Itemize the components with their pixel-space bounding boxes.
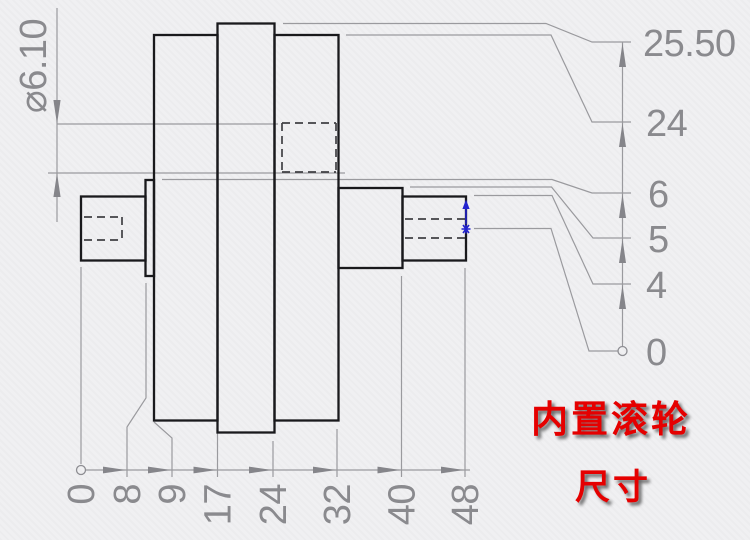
bottom-ordinate-label-40: 40 (382, 484, 424, 525)
bottom-ordinate-label-17: 17 (198, 484, 240, 525)
marker-asterisk-icon (461, 224, 471, 234)
part-outline (79, 22, 468, 434)
arrow-down-icon (53, 100, 61, 124)
right-ordinate-label-4: 4 (646, 265, 667, 307)
arrow-up-icon (619, 194, 626, 218)
selection-marker-blue[interactable] (461, 199, 471, 234)
arrow-right-icon (193, 466, 217, 474)
right-ordinate-label-25_50: 25.50 (643, 23, 736, 65)
drawing-title-line2: 尺寸 (575, 467, 651, 508)
leader-4 (474, 194, 631, 285)
right-ordinate-label-5: 5 (648, 219, 669, 261)
ext-9-jogged (153, 421, 173, 477)
bottom-ordinate-dimensions (75, 267, 470, 477)
right-ordinate-label-24: 24 (646, 103, 688, 145)
part-right-disc (273, 33, 340, 422)
leader-25_50 (283, 22, 631, 43)
part-right-shaft (401, 195, 468, 262)
arrow-right-icon (148, 466, 171, 474)
bottom-ordinate-label-32: 32 (317, 484, 359, 525)
part-left-disc (152, 33, 219, 422)
hidden-features (84, 122, 465, 241)
ext-8-jogged (126, 283, 147, 477)
drawing-title-line1: 内置滚轮 (531, 397, 691, 441)
ordinate-origin-circle-vertical (617, 345, 628, 357)
arrow-right-icon (313, 466, 336, 474)
bottom-ordinate-label-24: 24 (253, 484, 295, 526)
part-left-flange (144, 178, 156, 278)
diameter-dimension (48, 8, 345, 222)
bottom-ordinate-label-9: 9 (152, 484, 194, 505)
arrow-up-icon (619, 239, 626, 263)
arrow-right-icon (249, 466, 272, 474)
arrow-right-icon (103, 466, 126, 474)
leader-5 (410, 186, 631, 239)
part-left-shaft (79, 195, 147, 262)
diameter-dim-label: ⌀6.10 (13, 19, 55, 113)
arrow-up-icon (619, 285, 626, 309)
right-ordinate-dimensions (162, 22, 631, 357)
arrow-up-icon (53, 173, 61, 197)
part-center-disc (216, 22, 276, 434)
hidden-hole-right-shaft (405, 218, 465, 239)
bottom-ordinate-label-48: 48 (445, 484, 487, 525)
arrow-right-icon (441, 466, 464, 474)
arrow-right-icon (377, 466, 401, 474)
leader-0 (474, 227, 618, 352)
leader-6 (162, 178, 631, 194)
marker-arrow-up-icon (462, 199, 470, 209)
bottom-ordinate-label-0: 0 (61, 484, 103, 505)
right-ordinate-label-6: 6 (648, 174, 669, 216)
leader-24 (346, 34, 631, 123)
right-ordinate-label-0: 0 (646, 332, 667, 374)
hidden-hole-right-disc (281, 122, 337, 173)
bottom-ordinate-label-8: 8 (107, 484, 149, 505)
part-right-hub (337, 186, 404, 270)
arrow-up-icon (619, 43, 626, 67)
hidden-hole-left-shaft (84, 216, 123, 241)
ordinate-origin-circle-horizontal (75, 464, 87, 476)
arrow-up-icon (619, 123, 626, 147)
